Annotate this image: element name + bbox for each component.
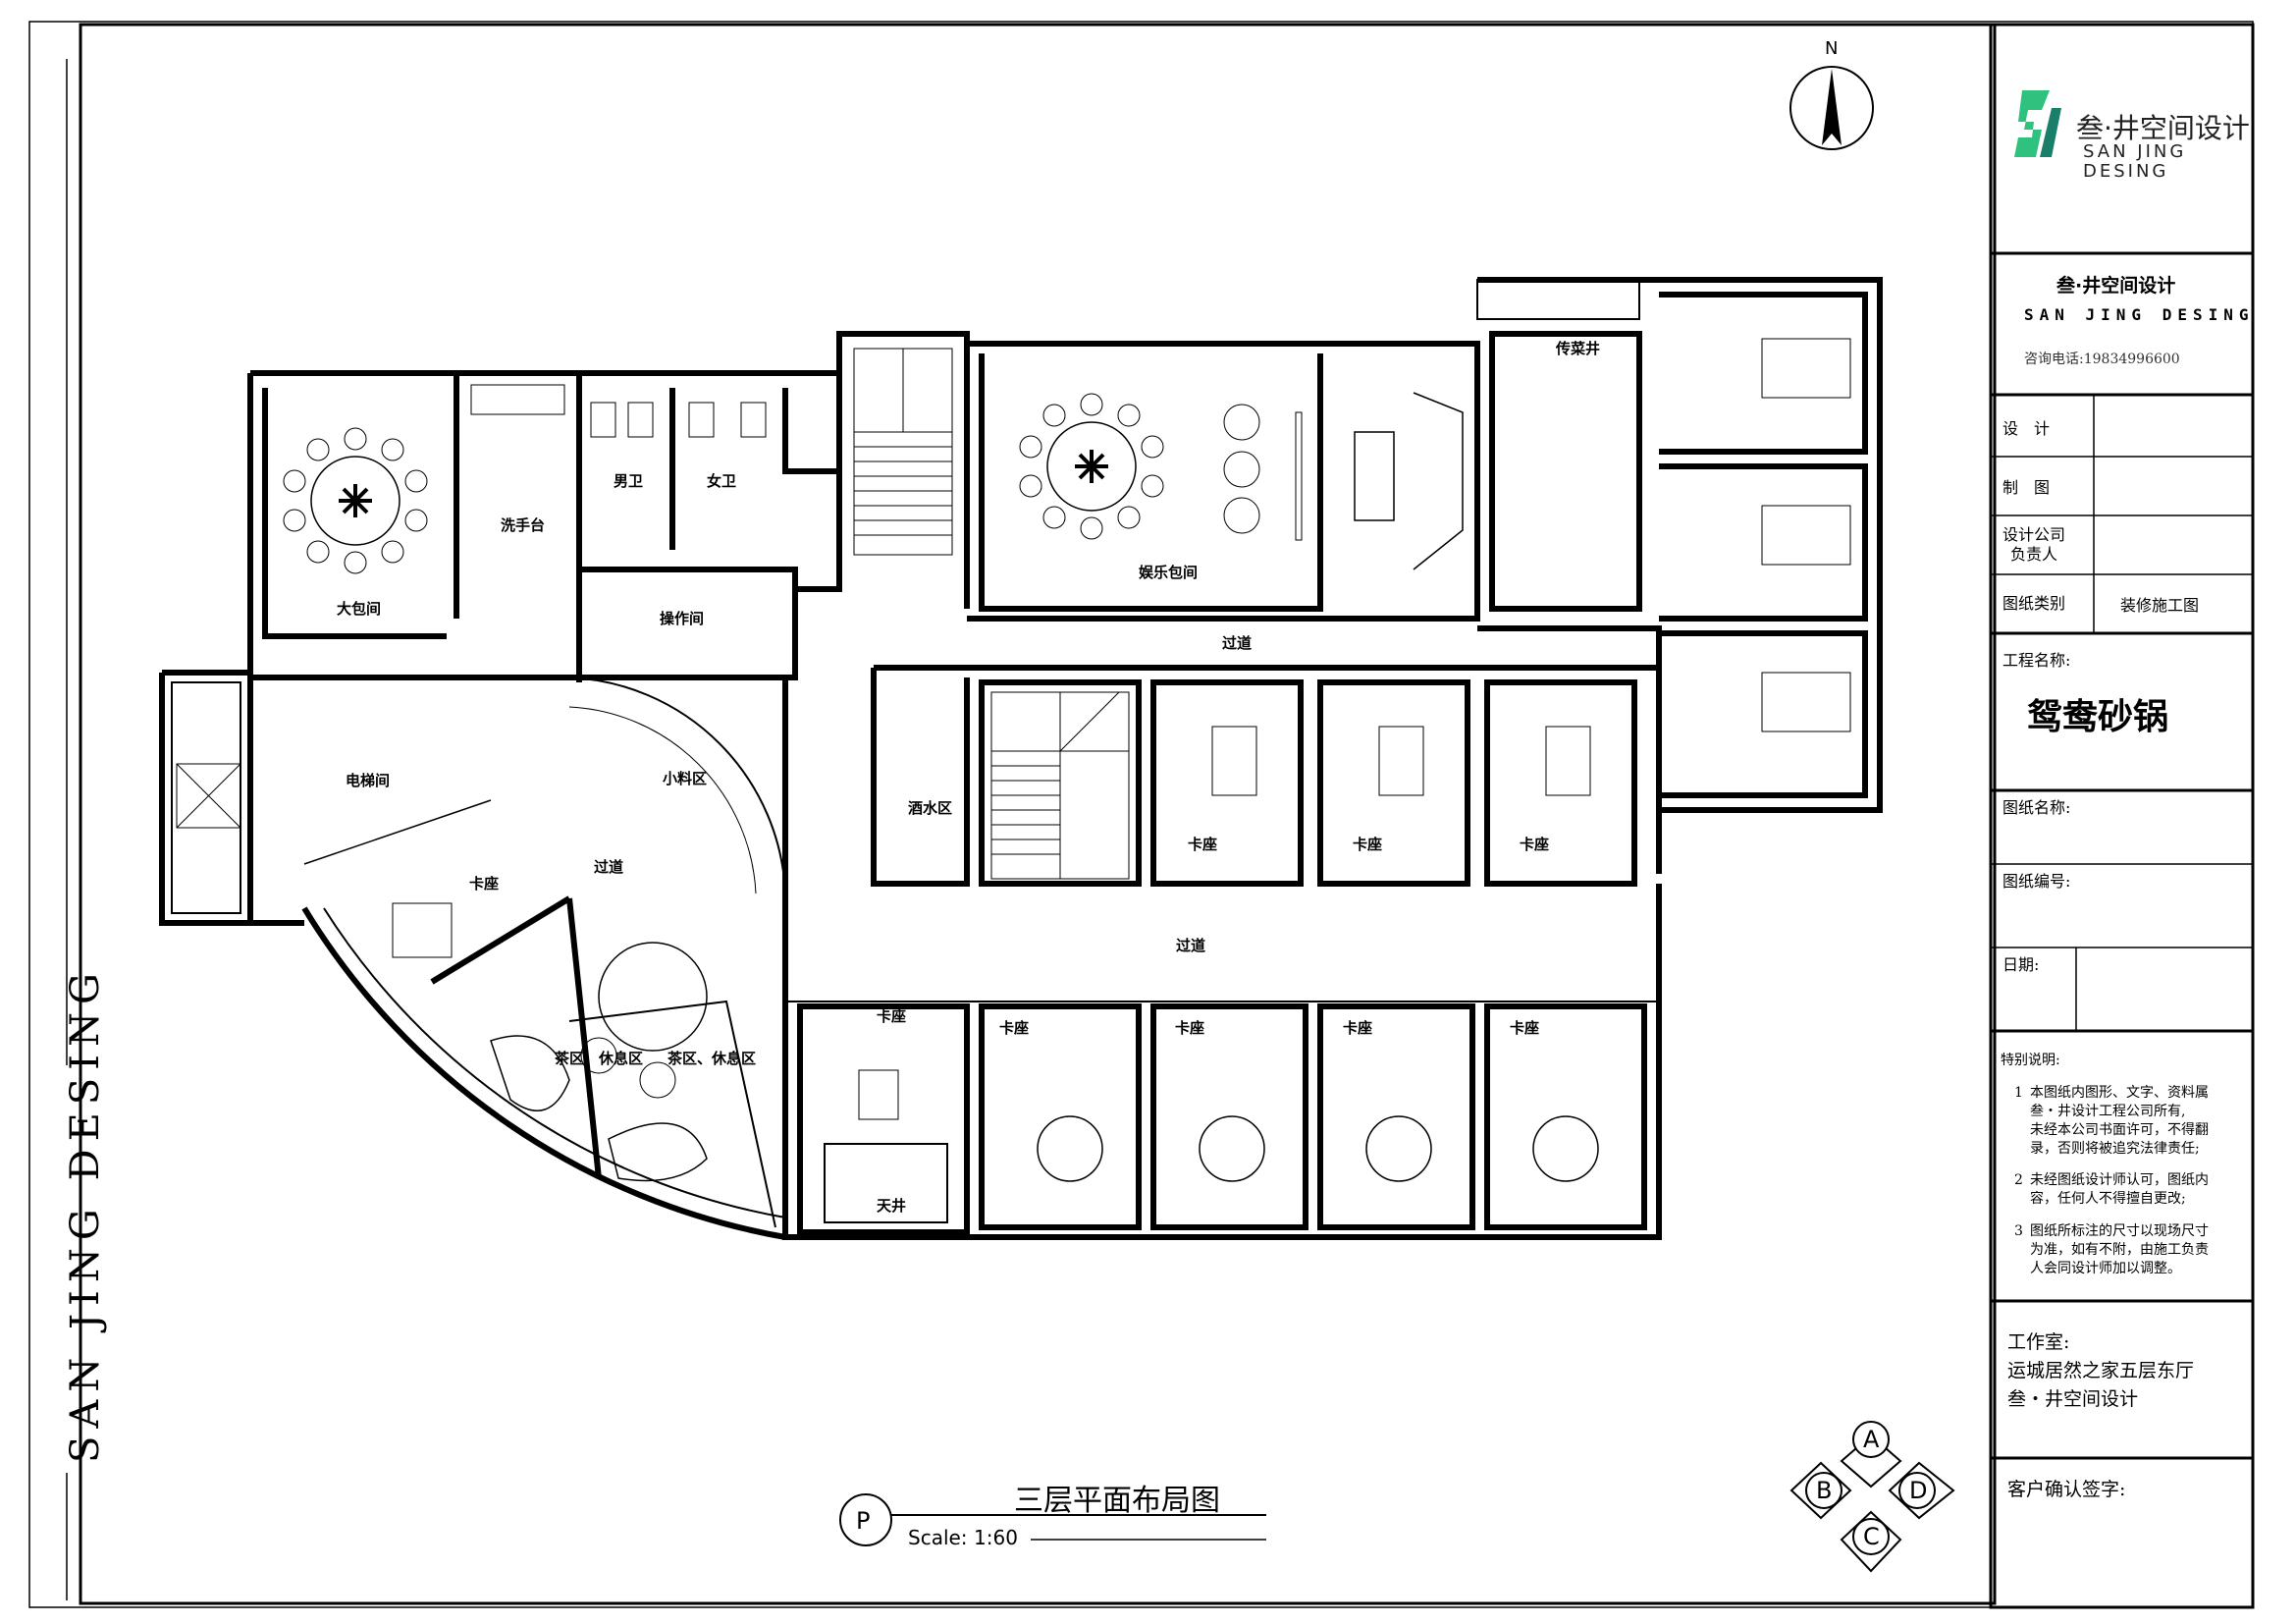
- room-booth-row1-c: 卡座: [1520, 836, 1549, 853]
- marker-b: B: [1816, 1477, 1832, 1504]
- note-3: 3 图纸所标注的尺寸以现场尺寸 为准，如有不附，由施工负责 人会同设计师加以调整…: [2014, 1223, 2209, 1276]
- sheet-inner-border: [79, 23, 1997, 1605]
- note-3-num: 3: [2014, 1223, 2023, 1239]
- right-room-tables: [1761, 338, 1851, 732]
- north-label: N: [1825, 38, 1838, 59]
- room-tea-area-1: 茶区、休息区: [555, 1050, 643, 1067]
- note-1: 1 本图纸内图形、文字、资料属 叁・井设计工程公司所有, 未经本公司书面许可，不…: [2014, 1085, 2209, 1157]
- room-drink-area: 酒水区: [908, 799, 952, 817]
- marker-d: D: [1909, 1477, 1927, 1504]
- logo-cn-text: 叁·井空间设计: [2076, 112, 2250, 144]
- note-3-line-3: 人会同设计师加以调整。: [2030, 1261, 2181, 1276]
- room-booth-row2-c: 卡座: [1343, 1019, 1372, 1037]
- left-booth-table: [392, 902, 453, 958]
- building-walls: [159, 277, 1883, 1240]
- responsible-label-2: 负责人: [2010, 545, 2057, 564]
- drawing-title-block: P 三层平面布局图 Scale: 1:60: [839, 1484, 1266, 1549]
- company-phone: 咨询电话:19834996600: [2024, 352, 2180, 367]
- room-small-ingredient: 小料区: [663, 770, 707, 787]
- room-booth-row1-b: 卡座: [1353, 836, 1382, 853]
- design-label: 设 计: [2002, 419, 2050, 438]
- studio-line-2: 叁・井空间设计: [2007, 1388, 2138, 1410]
- note-1-line-3: 未经本公司书面许可，不得翻: [2030, 1121, 2209, 1138]
- room-corridor-middle: 过道: [1176, 937, 1205, 954]
- note-2: 2 未经图纸设计师认可，图纸内 容，任何人不得擅自更改;: [2014, 1172, 2209, 1207]
- side-brand-text: SAN JING DESING: [63, 965, 108, 1463]
- drawing-category-label: 图纸类别: [2002, 594, 2065, 613]
- toilet-fixtures: [470, 384, 767, 438]
- north-arrow-icon: N: [1789, 38, 1874, 150]
- note-3-line-2: 为准，如有不附，由施工负责: [2030, 1242, 2209, 1258]
- logo-en-text-1: SAN JING: [2083, 141, 2186, 162]
- round-table-entertainment: [1019, 392, 1464, 570]
- booth-row2-furniture: [858, 1069, 1599, 1182]
- stairs-upper: [853, 348, 953, 556]
- room-booth-row1-a: 卡座: [1188, 836, 1217, 853]
- company-logo-icon: [2014, 90, 2061, 157]
- room-patio: 天井: [877, 1197, 906, 1215]
- room-booth-row2-d: 卡座: [1510, 1019, 1539, 1037]
- scale-label: Scale:: [908, 1526, 968, 1549]
- marker-a: A: [1863, 1426, 1880, 1453]
- notes-title: 特别说明:: [2001, 1053, 2060, 1068]
- note-1-line-1: 本图纸内图形、文字、资料属: [2030, 1085, 2209, 1101]
- round-table-big-room: [283, 427, 428, 574]
- note-1-line-2: 叁・井设计工程公司所有,: [2030, 1103, 2185, 1119]
- room-booth-left: 卡座: [469, 875, 499, 893]
- note-3-line-1: 图纸所标注的尺寸以现场尺寸: [2030, 1223, 2209, 1239]
- drafting-label: 制 图: [2002, 478, 2050, 497]
- room-entertainment: 娱乐包间: [1139, 564, 1198, 581]
- room-dumbwaiter: 传菜井: [1555, 340, 1600, 357]
- drawing-number-label: 图纸编号:: [2002, 872, 2070, 891]
- plan-marker: P: [856, 1507, 870, 1535]
- marker-c: C: [1863, 1523, 1880, 1550]
- elevator-shaft: [176, 763, 241, 829]
- room-operation: 操作间: [660, 610, 704, 627]
- room-booth-row2-a: 卡座: [999, 1019, 1029, 1037]
- drawing-title: 三层平面布局图: [1014, 1484, 1220, 1518]
- room-elevator: 电梯间: [346, 772, 390, 789]
- note-2-line-2: 容，任何人不得擅自更改;: [2030, 1190, 2186, 1207]
- drawing-name-label: 图纸名称:: [2002, 798, 2070, 817]
- drawing-category-value: 装修施工图: [2120, 596, 2199, 615]
- project-name-label: 工程名称:: [2002, 651, 2070, 670]
- room-womens-toilet: 女卫: [707, 472, 736, 490]
- title-block: 叁·井空间设计 SAN JING DESING 叁·井空间设计 SAN JING…: [1989, 23, 2255, 1609]
- view-direction-markers: A B D C: [1789, 1421, 1955, 1573]
- company-cn-name: 叁·井空间设计: [2056, 274, 2175, 297]
- room-booth-row2-b: 卡座: [1175, 1019, 1204, 1037]
- client-sign-label: 客户确认签字:: [2007, 1479, 2125, 1500]
- stairs-middle: [990, 691, 1130, 880]
- project-name-value: 鸳鸯砂锅: [2027, 697, 2168, 737]
- booth-row1-furniture: [1211, 726, 1591, 796]
- room-tea-area-2: 茶区、休息区: [667, 1050, 756, 1067]
- note-2-line-1: 未经图纸设计师认可，图纸内: [2030, 1172, 2209, 1188]
- room-washbasin: 洗手台: [501, 516, 545, 534]
- room-corridor-left: 过道: [594, 858, 623, 876]
- room-corridor-upper: 过道: [1222, 634, 1252, 652]
- studio-line-1: 运城居然之家五层东厅: [2007, 1360, 2194, 1381]
- logo-en-text-2: DESING: [2083, 161, 2168, 182]
- date-label: 日期:: [2002, 955, 2039, 974]
- room-big-private: 大包间: [337, 600, 381, 618]
- room-labels: 大包间 洗手台 男卫 女卫 操作间 娱乐包间 传菜井 过道 电梯间 小料区 过道…: [337, 340, 1600, 1215]
- note-1-line-4: 录，否则将被追究法律责任;: [2030, 1141, 2200, 1157]
- note-1-num: 1: [2014, 1085, 2023, 1101]
- studio-label: 工作室:: [2007, 1331, 2069, 1353]
- responsible-label-1: 设计公司: [2002, 525, 2065, 544]
- note-2-num: 2: [2014, 1172, 2023, 1188]
- company-en-name: SAN JING DESING: [2024, 305, 2255, 324]
- scale-value: 1:60: [974, 1526, 1018, 1549]
- room-booth-patio: 卡座: [877, 1007, 906, 1025]
- room-mens-toilet: 男卫: [614, 472, 643, 490]
